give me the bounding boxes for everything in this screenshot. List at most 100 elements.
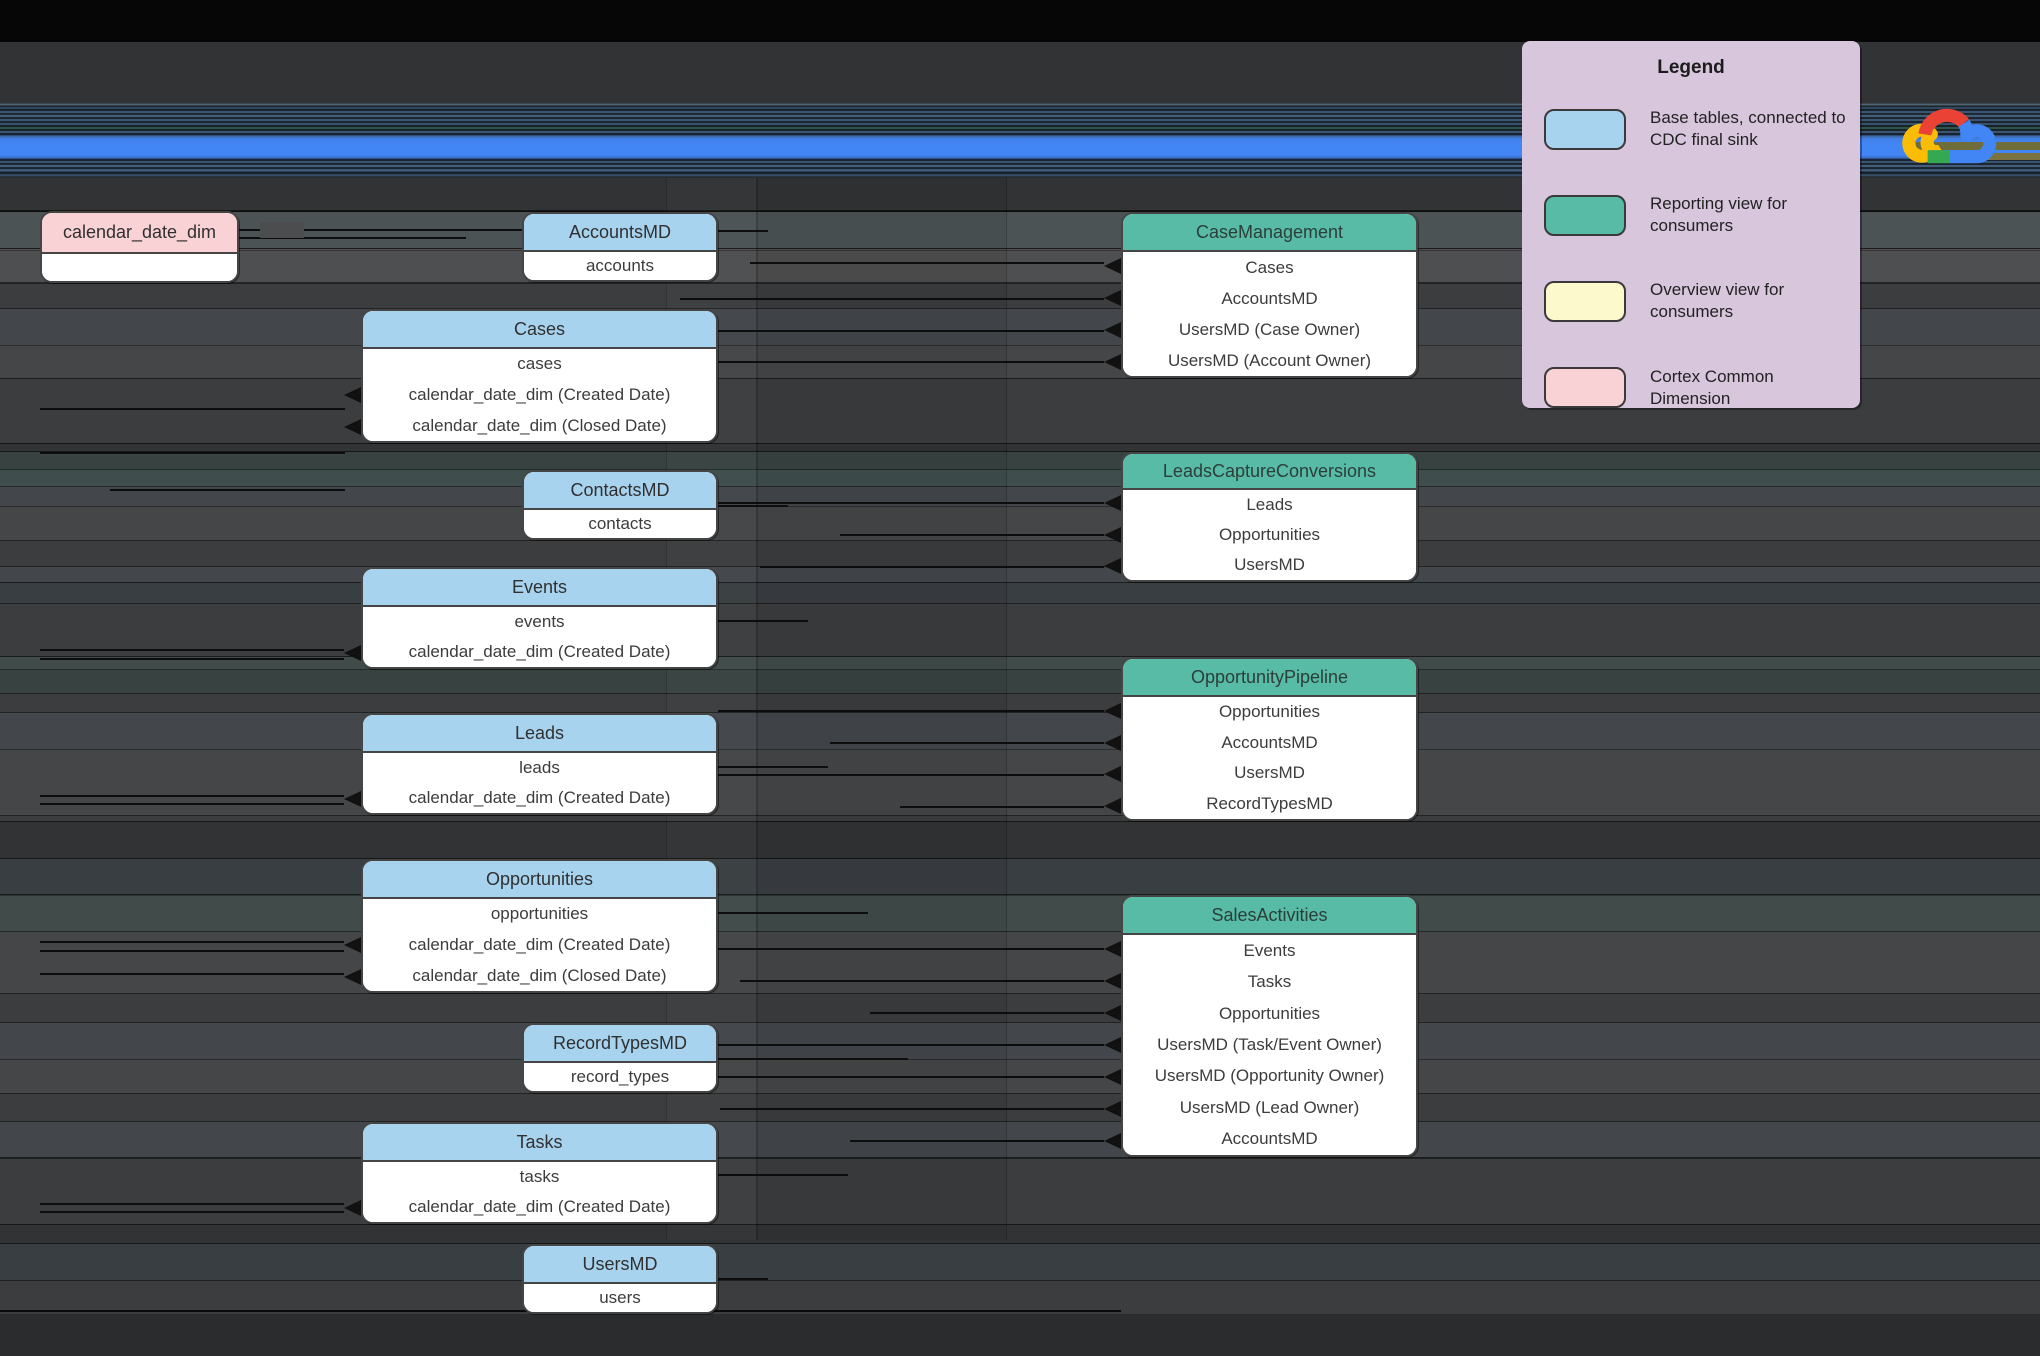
arrowhead-icon: [344, 645, 361, 661]
entity-row: calendar_date_dim (Closed Date): [412, 965, 667, 985]
echo-band: [0, 859, 2040, 895]
echo-band: [0, 1059, 2040, 1060]
entity-row: UsersMD (Opportunity Owner): [1154, 1066, 1385, 1086]
entity-header: Opportunities: [363, 861, 716, 899]
entity-calendar-date-dim[interactable]: calendar_date_dim: [40, 211, 239, 283]
echo-band: [0, 540, 2040, 541]
entity-row: tasks: [519, 1167, 560, 1186]
echo-band: [0, 694, 2040, 821]
connector-line: [718, 230, 768, 232]
arrowhead-icon: [1104, 1101, 1121, 1117]
legend-item: Overview view for consumers: [1522, 279, 1860, 323]
entity-row: opportunities: [490, 904, 589, 924]
connector-line: [750, 262, 1104, 264]
entity-row: calendar_date_dim (Created Date): [408, 935, 671, 954]
entity-header: UsersMD: [524, 1246, 716, 1284]
entity-row: accounts: [585, 256, 655, 275]
echo-band: [0, 1159, 2040, 1224]
entity-row: calendar_date_dim (Created Date): [408, 642, 671, 661]
echo-patch: [260, 222, 304, 238]
connector-line: [40, 950, 344, 952]
entity-row: Opportunities: [1218, 1003, 1321, 1023]
entity-salesactivities[interactable]: SalesActivities Events Tasks Opportuniti…: [1121, 895, 1418, 1157]
echo-band: [0, 1243, 2040, 1244]
entity-cases[interactable]: Cases cases calendar_date_dim (Created D…: [361, 309, 718, 443]
entity-usersmd[interactable]: UsersMD users: [522, 1244, 718, 1314]
connector-line: [40, 408, 345, 410]
entity-leads[interactable]: Leads leads calendar_date_dim (Created D…: [361, 713, 718, 815]
echo-band: [0, 1280, 2040, 1281]
connector-line: [680, 1076, 1104, 1078]
connector-line: [850, 1140, 1104, 1142]
entity-casemanagement[interactable]: CaseManagement Cases AccountsMD UsersMD …: [1121, 212, 1418, 378]
entity-header: Leads: [363, 715, 716, 753]
arrowhead-icon: [1104, 354, 1121, 370]
echo-band: [0, 815, 2040, 816]
arrowhead-icon: [1104, 1037, 1121, 1053]
legend-item: Reporting view for consumers: [1522, 193, 1860, 237]
echo-band: [0, 669, 2040, 670]
echo-band: [0, 657, 2040, 693]
echo-band: [0, 750, 2040, 815]
echo-band: [0, 1122, 2040, 1158]
connector-line: [740, 980, 1104, 982]
arrowhead-icon: [1104, 703, 1121, 719]
entity-header: RecordTypesMD: [524, 1025, 716, 1063]
echo-band: [0, 1121, 2040, 1122]
echo-band: [0, 603, 2040, 604]
legend-label: Base tables, connected to CDC final sink: [1650, 108, 1846, 150]
connector-line: [900, 806, 1104, 808]
connector-line: [718, 1058, 908, 1060]
echo-band: [0, 1157, 2040, 1158]
echo-band: [0, 713, 2040, 749]
entity-header: SalesActivities: [1123, 897, 1416, 935]
connector-line: [760, 566, 1104, 568]
connector-line: [700, 1044, 1104, 1046]
echo-band: [0, 894, 2040, 895]
arrowhead-icon: [1104, 941, 1121, 957]
echo-band: [0, 451, 2040, 452]
echo-band: [0, 932, 2040, 1157]
connector-line: [718, 774, 1104, 776]
bottom-dark-band: [0, 1314, 2040, 1356]
echo-band: [0, 1093, 2040, 1094]
entity-row: AccountsMD: [1221, 1129, 1318, 1149]
arrowhead-icon: [344, 419, 361, 435]
legend-label: Overview view for consumers: [1650, 280, 1785, 322]
arrowhead-icon: [1104, 495, 1121, 511]
legend-item: Base tables, connected to CDC final sink: [1522, 107, 1860, 151]
entity-contactsmd[interactable]: ContactsMD contacts: [522, 470, 718, 540]
entity-row: calendar_date_dim (Created Date): [408, 1197, 671, 1216]
echo-band: [0, 1158, 2040, 1159]
legend-swatch-base-tables: [1544, 108, 1626, 150]
echo-band: [0, 896, 2040, 993]
entity-header: OpportunityPipeline: [1123, 659, 1416, 697]
entity-opportunities[interactable]: Opportunities opportunities calendar_dat…: [361, 859, 718, 993]
arrowhead-icon: [1104, 322, 1121, 338]
entity-header: ContactsMD: [524, 472, 716, 510]
connector-line: [680, 298, 1104, 300]
echo-band: [0, 895, 2040, 931]
entity-recordtypesmd[interactable]: RecordTypesMD record_types: [522, 1023, 718, 1093]
entity-accountsmd[interactable]: AccountsMD accounts: [522, 212, 718, 282]
entity-header: AccountsMD: [524, 214, 716, 252]
connector-line: [110, 489, 345, 491]
entity-opportunitypipeline[interactable]: OpportunityPipeline Opportunities Accoun…: [1121, 657, 1418, 821]
legend-swatch-common-dimension: [1544, 367, 1626, 409]
entity-leadscaptureconversions[interactable]: LeadsCaptureConversions Leads Opportunit…: [1121, 452, 1418, 582]
entity-events[interactable]: Events events calendar_date_dim (Created…: [361, 567, 718, 669]
echo-band: [0, 858, 2040, 859]
connector-line: [660, 330, 1104, 332]
entity-row: calendar_date_dim (Created Date): [408, 788, 671, 807]
entity-row: Opportunities: [1218, 525, 1321, 544]
connector-line: [40, 803, 344, 805]
arrowhead-icon: [1104, 558, 1121, 574]
entity-tasks[interactable]: Tasks tasks calendar_date_dim (Created D…: [361, 1122, 718, 1224]
arrowhead-icon: [344, 969, 361, 985]
entity-header: LeadsCaptureConversions: [1123, 454, 1416, 490]
connector-line: [40, 452, 345, 454]
legend-title: Legend: [1657, 57, 1725, 78]
entity-row: Tasks: [1247, 972, 1292, 992]
echo-band: [0, 582, 2040, 583]
entity-row: Leads: [1246, 495, 1293, 514]
